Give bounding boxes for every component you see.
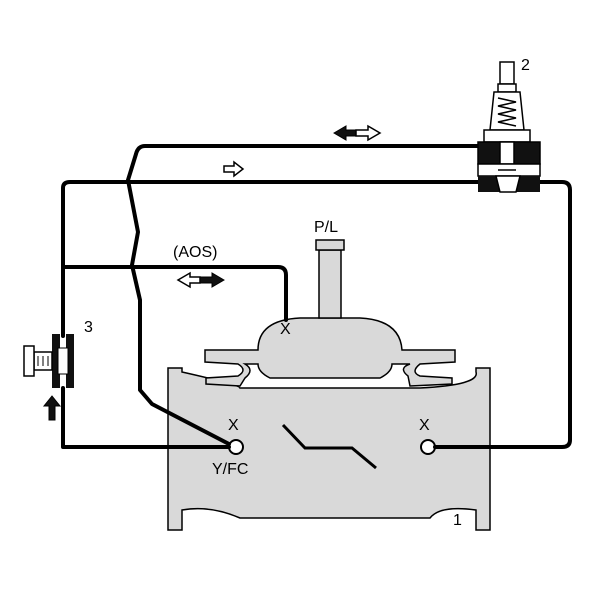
- fitting-x-left-label: X: [228, 417, 239, 434]
- valve-cover: [204, 239, 456, 387]
- strainer-number-label: 3: [84, 319, 93, 336]
- fitting-x-top-label: X: [280, 321, 291, 338]
- flow-arrow-icon: [42, 160, 245, 421]
- bidirectional-arrow-icon: [176, 124, 382, 289]
- outlet-port-circle: [420, 439, 436, 455]
- strainer-valve-icon: [23, 334, 74, 388]
- tube-pilot-to-outlet: [433, 180, 572, 449]
- tube-strainer-to-pilot: [61, 180, 480, 338]
- port-yfc-label: Y/FC: [212, 461, 249, 478]
- fitting-x-right-label: X: [419, 417, 430, 434]
- cover-shape: [204, 317, 456, 387]
- pressure-port-stem: [318, 249, 342, 319]
- tube-inlet-to-strainer: [61, 386, 231, 449]
- pressure-port-label: P/L: [314, 219, 339, 236]
- valve-number-label: 1: [453, 512, 462, 529]
- control-tubing: [61, 144, 572, 449]
- pilot-number-label: 2: [521, 57, 530, 74]
- tube-aos-to-cover: [61, 265, 288, 322]
- pressure-port-cap: [315, 239, 345, 251]
- pilot-valve-icon: [477, 61, 541, 193]
- aos-label: (AOS): [173, 244, 218, 261]
- inlet-port-circle: [228, 439, 244, 455]
- valve-seat-line: [281, 423, 377, 470]
- tube-pilot-to-inlet: [126, 144, 482, 446]
